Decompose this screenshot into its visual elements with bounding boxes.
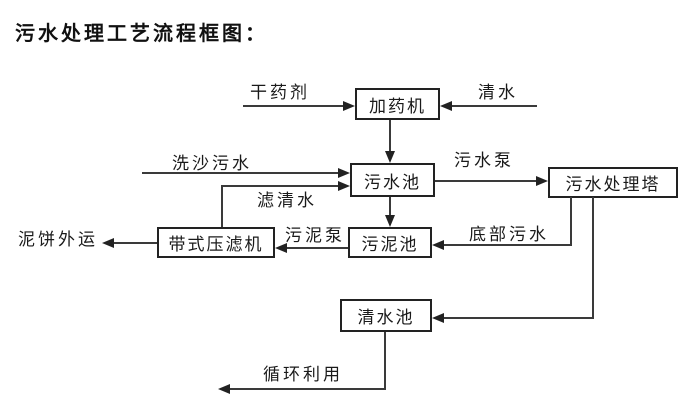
page-title: 污水处理工艺流程框图： — [15, 23, 268, 45]
label-sand-washing-sewage: 洗沙污水 — [172, 154, 252, 173]
arrow-mud-cake-out-head — [102, 238, 114, 248]
arrow-bottom-sewage-head — [432, 240, 444, 250]
arrow-sludge-pump-head — [275, 243, 287, 253]
arrow-tower-to-clear-pool-head — [432, 313, 444, 323]
arrow-sewage-pool-to-sludge-pool-line — [389, 197, 391, 216]
arrow-recycling-line — [230, 388, 386, 390]
arrow-sewage-pump-to-tower-head — [536, 176, 548, 186]
arrow-clear-water-to-dosing-line — [452, 105, 537, 107]
arrow-bottom-sewage-line — [444, 244, 572, 246]
arrow-filtered-water-riser — [221, 186, 223, 227]
arrow-filtered-water-line — [221, 185, 339, 187]
label-filtered-water: 滤清水 — [257, 191, 317, 210]
arrow-dosing-to-sewage-pool-line — [389, 120, 391, 152]
label-bottom-sewage: 底部污水 — [469, 225, 549, 244]
arrow-sewage-pump-to-tower-line — [435, 180, 537, 182]
arrow-tower-to-clear-pool-line — [444, 317, 594, 319]
label-sewage-pump: 污水泵 — [454, 151, 514, 170]
arrow-tower-to-clear-pool-riser — [592, 197, 594, 319]
label-sludge-pump: 污泥泵 — [285, 226, 345, 245]
arrow-dosing-to-sewage-pool-head — [385, 151, 395, 163]
arrow-sludge-pump-line — [287, 247, 348, 249]
node-sludge-pool: 污泥池 — [348, 227, 432, 258]
label-dry-agent: 干药剂 — [250, 83, 310, 102]
node-sewage-pool: 污水池 — [350, 163, 435, 197]
arrow-clear-water-to-dosing-head — [440, 101, 452, 111]
node-clear-water-pool: 清水池 — [340, 299, 432, 332]
label-clear-water: 清水 — [478, 83, 518, 102]
node-belt-filter-press: 带式压滤机 — [157, 227, 275, 258]
arrow-sand-washing-to-sewage-pool-line — [142, 172, 339, 174]
node-treatment-tower: 污水处理塔 — [548, 167, 678, 198]
label-mud-cake-out: 泥饼外运 — [18, 230, 98, 249]
arrow-bottom-sewage-riser — [570, 197, 572, 246]
label-recycling: 循环利用 — [263, 365, 343, 384]
node-dosing-machine: 加药机 — [355, 88, 440, 120]
arrow-recycling-riser — [384, 332, 386, 390]
arrow-sewage-pool-to-sludge-pool-head — [385, 215, 395, 227]
arrow-sand-washing-to-sewage-pool-head — [338, 168, 350, 178]
arrow-recycling-head — [218, 384, 230, 394]
arrow-filtered-water-head — [338, 181, 350, 191]
arrow-dry-agent-to-dosing-line — [243, 105, 344, 107]
arrow-dry-agent-to-dosing-head — [343, 101, 355, 111]
arrow-mud-cake-out-line — [114, 242, 157, 244]
